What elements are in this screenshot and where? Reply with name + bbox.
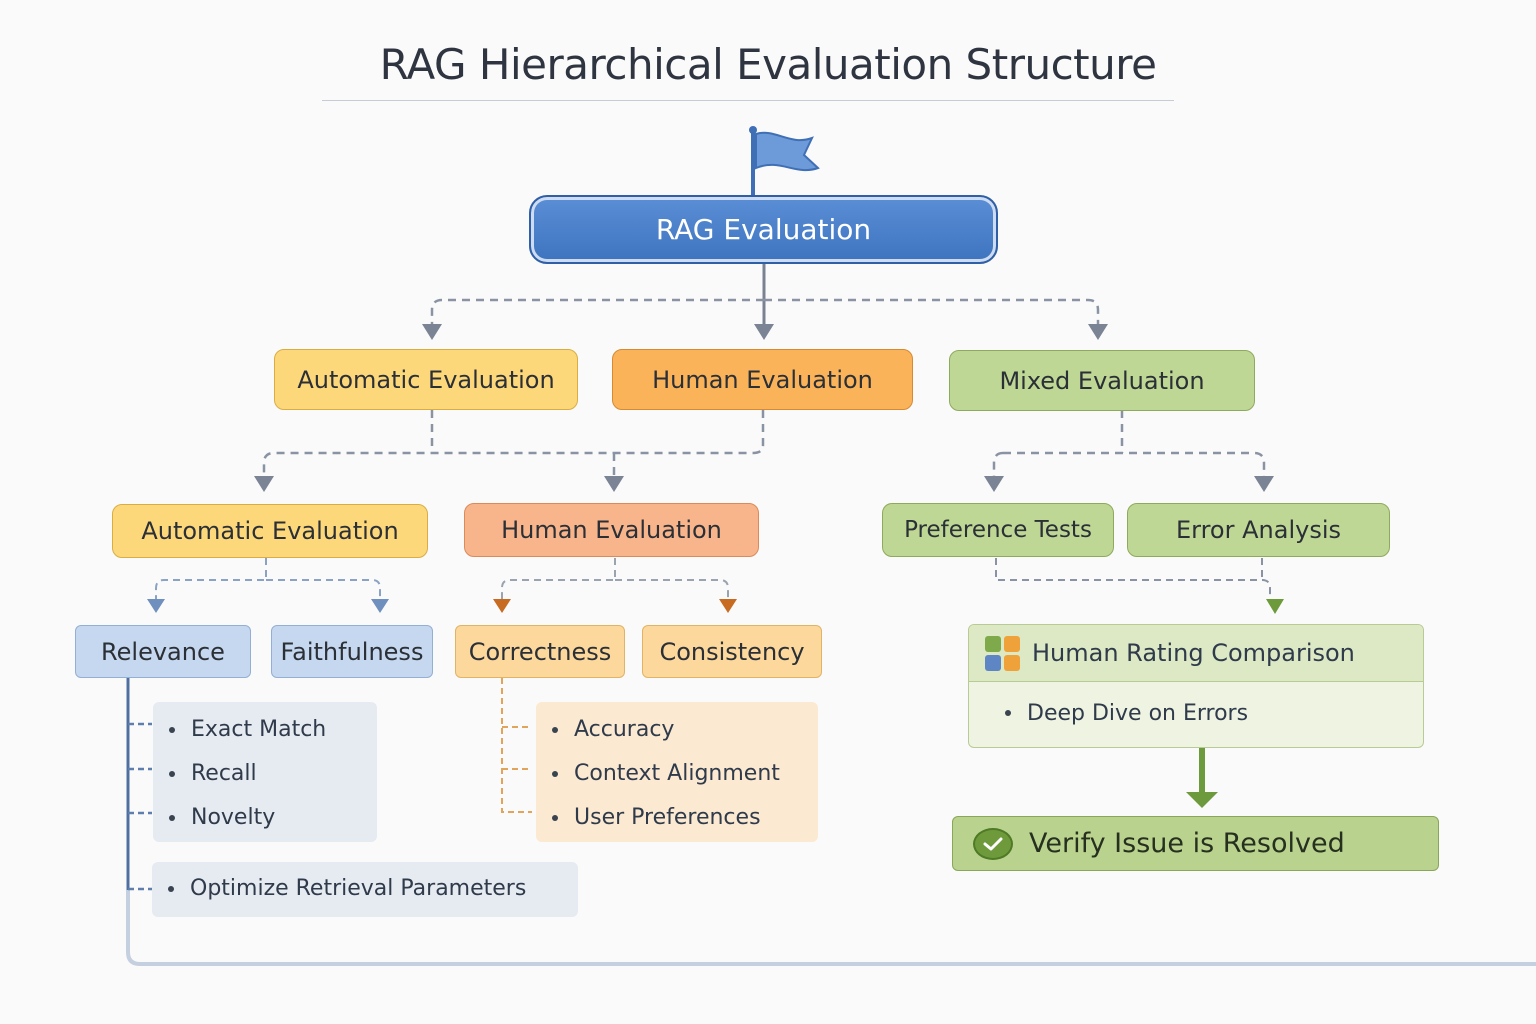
node-label: Error Analysis <box>1175 516 1341 544</box>
node-label: Mixed Evaluation <box>999 366 1205 395</box>
level1-arrowheads <box>254 476 1274 492</box>
title-divider <box>322 100 1174 101</box>
human-rating-comparison-panel[interactable]: Human Rating Comparison Deep Dive on Err… <box>968 624 1424 748</box>
list-item: User Preferences <box>552 796 818 840</box>
level1-connectors <box>262 410 1266 478</box>
correctness-metrics-list: Accuracy Context Alignment User Preferen… <box>536 702 818 842</box>
node-error-analysis[interactable]: Error Analysis <box>1127 503 1390 557</box>
node-label: Faithfulness <box>280 637 424 666</box>
level2-connectors <box>155 558 1271 600</box>
optimize-item-box: Optimize Retrieval Parameters <box>152 862 578 917</box>
list-item: Novelty <box>169 796 377 840</box>
color-grid-icon <box>985 635 1020 671</box>
list-item: Context Alignment <box>552 752 818 796</box>
node-mixed-evaluation-l1[interactable]: Mixed Evaluation <box>949 350 1255 411</box>
node-preference-tests[interactable]: Preference Tests <box>882 503 1114 557</box>
node-label: Human Evaluation <box>501 516 722 544</box>
bullet-icon <box>552 771 558 777</box>
human-rating-header: Human Rating Comparison <box>969 625 1423 682</box>
bullet-icon <box>552 727 558 733</box>
node-label: Correctness <box>468 637 612 666</box>
node-label: Relevance <box>101 637 225 666</box>
verify-arrow <box>1186 748 1218 808</box>
relevance-tree-lines <box>126 678 1536 966</box>
node-relevance[interactable]: Relevance <box>75 625 251 678</box>
verify-issue-resolved-node[interactable]: Verify Issue is Resolved <box>952 816 1439 871</box>
bullet-icon <box>168 886 174 892</box>
root-connectors <box>430 264 1100 328</box>
node-human-evaluation-l2[interactable]: Human Evaluation <box>464 503 759 557</box>
node-label: Automatic Evaluation <box>141 517 399 545</box>
list-item: Accuracy <box>552 708 818 752</box>
relevance-metrics-list: Exact Match Recall Novelty <box>153 702 377 842</box>
level2-arrowheads <box>147 599 1284 614</box>
node-automatic-evaluation-l2[interactable]: Automatic Evaluation <box>112 504 428 558</box>
root-label: RAG Evaluation <box>655 213 872 246</box>
node-consistency[interactable]: Consistency <box>642 625 822 678</box>
page-title: RAG Hierarchical Evaluation Structure <box>379 40 1157 89</box>
bullet-icon <box>1005 710 1011 716</box>
human-rating-title: Human Rating Comparison <box>1032 639 1355 667</box>
list-item: Recall <box>169 752 377 796</box>
verify-label: Verify Issue is Resolved <box>1029 828 1345 859</box>
node-correctness[interactable]: Correctness <box>455 625 625 678</box>
bullet-icon <box>169 815 175 821</box>
list-item: Optimize Retrieval Parameters <box>168 867 578 911</box>
node-label: Consistency <box>659 637 805 666</box>
flag-icon <box>749 126 820 196</box>
list-item: Deep Dive on Errors <box>969 682 1423 744</box>
list-item: Exact Match <box>169 708 377 752</box>
root-node-rag-evaluation[interactable]: RAG Evaluation <box>529 195 998 264</box>
root-arrowheads <box>422 324 1108 340</box>
bullet-icon <box>169 727 175 733</box>
node-human-evaluation-l1[interactable]: Human Evaluation <box>612 349 913 410</box>
node-automatic-evaluation-l1[interactable]: Automatic Evaluation <box>274 349 578 410</box>
bullet-icon <box>169 771 175 777</box>
node-label: Automatic Evaluation <box>297 365 555 394</box>
node-label: Human Evaluation <box>652 365 873 394</box>
node-faithfulness[interactable]: Faithfulness <box>271 625 433 678</box>
check-circle-icon <box>973 827 1013 860</box>
node-label: Preference Tests <box>904 517 1092 543</box>
correctness-tree-lines <box>501 678 532 813</box>
bullet-icon <box>552 815 558 821</box>
